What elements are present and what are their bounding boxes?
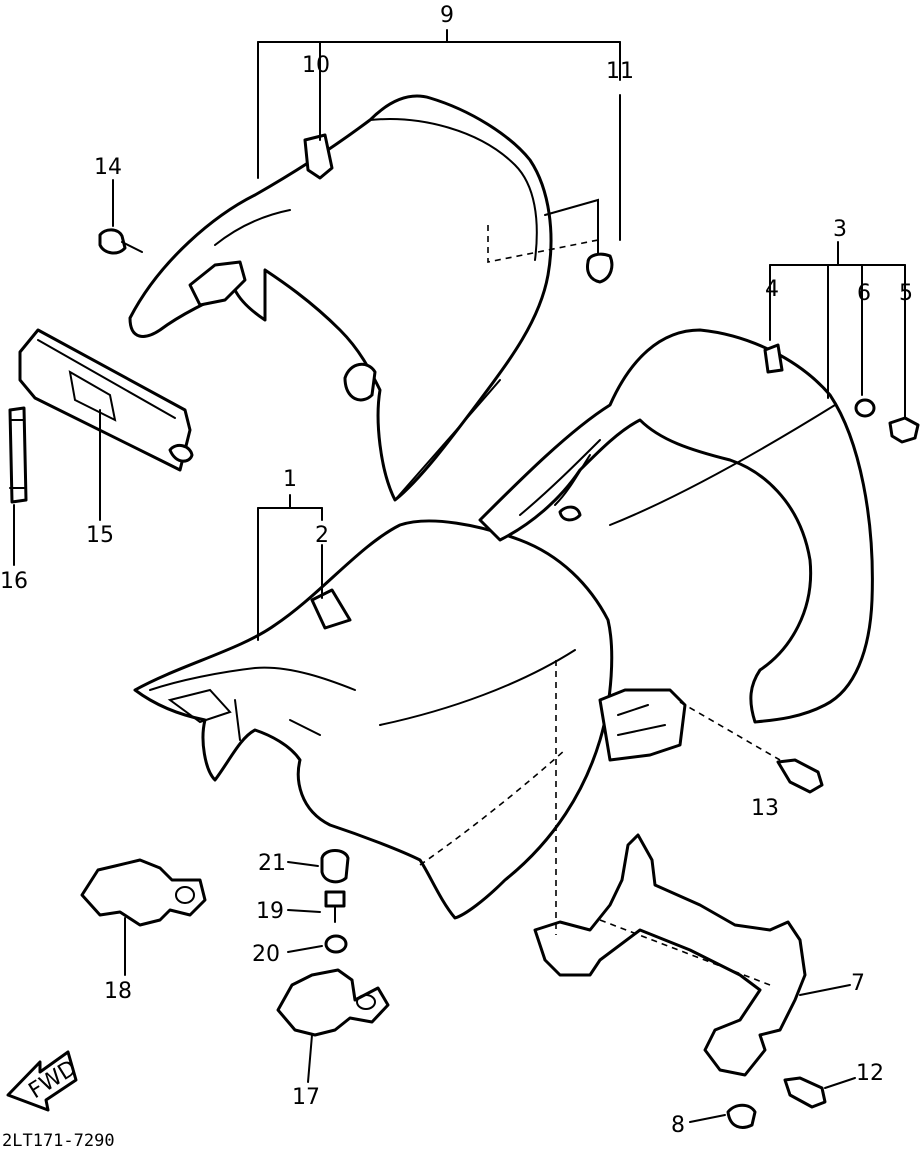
part-19-bolt [287,890,346,923]
callout-bracket-3 [769,241,906,421]
callout-9: 9 [440,3,454,28]
callout-8: 8 [671,1113,685,1138]
callout-12: 12 [856,1061,884,1086]
forward-direction-arrow: FWD [6,1050,81,1112]
rear-cover-part-3 [478,328,874,724]
part-8-plug [689,1103,757,1129]
callout-21: 21 [258,851,286,876]
upper-seat-part-9 [128,94,599,502]
part-20-nut [287,934,348,954]
drawing-number: 2LT171-7290 [2,1131,115,1151]
callout-14: 14 [94,155,122,180]
part-21-cap [287,849,350,884]
part-11-grommet [586,252,614,284]
part-15-bracket [18,328,194,521]
callout-6: 6 [857,281,871,306]
callout-bracket-1 [257,494,323,641]
callout-17: 17 [292,1085,320,1110]
seat-hinge-bracket [598,688,781,762]
part-5-bolt [888,416,920,444]
part-7-seat-frame [533,833,851,1077]
callout-18: 18 [104,979,132,1004]
part-18-hinge [80,858,207,976]
callout-15: 15 [86,523,114,548]
callout-13: 13 [751,796,779,821]
part-13-bolt [776,758,824,794]
callout-4: 4 [765,277,779,302]
callout-20: 20 [252,942,280,967]
callout-7: 7 [851,971,865,996]
callout-11: 11 [606,59,634,84]
callout-bracket-9 [257,29,621,256]
callout-10: 10 [302,53,330,78]
part-6-grommet [854,398,876,418]
part-12-bolt [783,1076,856,1109]
callout-labels: 9 10 11 14 3 4 6 5 1 2 15 16 13 21 19 20… [0,3,913,1138]
callout-2: 2 [315,523,329,548]
callout-5: 5 [899,281,913,306]
callout-3: 3 [833,217,847,242]
part-16-strap [8,406,28,566]
part-17-hinge [276,968,390,1083]
callout-1: 1 [283,467,297,492]
callout-16: 16 [0,569,28,594]
part-14-bolt [98,179,143,255]
callout-19: 19 [256,899,284,924]
lower-seat-part-1 [133,519,614,920]
